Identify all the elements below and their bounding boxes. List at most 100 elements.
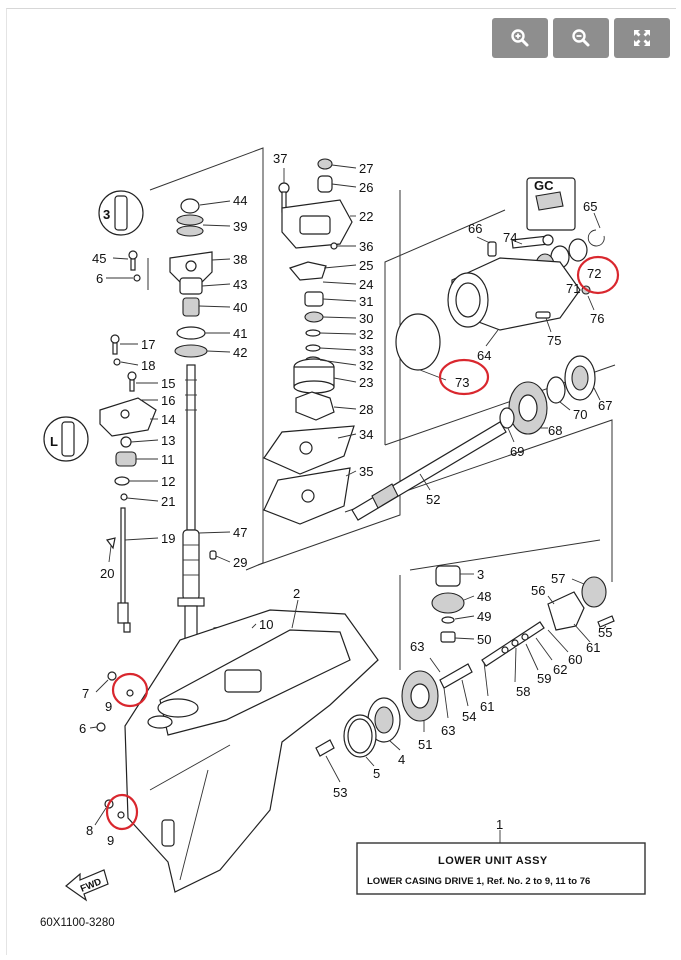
svg-text:GC: GC <box>534 178 554 193</box>
callout-34: 34 <box>359 427 373 442</box>
highlight-marks <box>105 255 620 831</box>
highlight-part-72 <box>576 255 620 295</box>
fullscreen-button[interactable] <box>614 18 670 58</box>
title-block: LOWER UNIT ASSY LOWER CASING DRIVE 1, Re… <box>356 842 646 895</box>
viewer-frame <box>6 8 676 955</box>
callout-1: 1 <box>496 817 503 832</box>
callout-65: 65 <box>583 199 597 214</box>
callout-45: 45 <box>92 251 106 266</box>
callout-21: 21 <box>161 494 175 509</box>
callout-10: 10 <box>259 617 273 632</box>
callout-58: 58 <box>516 684 530 699</box>
callout-5: 5 <box>373 766 380 781</box>
callout-60: 60 <box>568 652 582 667</box>
callout-31: 31 <box>359 294 373 309</box>
svg-text:L: L <box>50 434 58 449</box>
callout-3: 3 <box>477 567 484 582</box>
callout-17: 17 <box>141 337 155 352</box>
callout-61a: 61 <box>586 640 600 655</box>
svg-text:3: 3 <box>103 207 110 222</box>
callout-43: 43 <box>233 277 247 292</box>
callout-39: 39 <box>233 219 247 234</box>
lower-casing <box>96 609 379 893</box>
shift-rod-parts <box>99 334 157 633</box>
callout-71: 71 <box>566 281 580 296</box>
callout-32b: 32 <box>359 358 373 373</box>
callout-35: 35 <box>359 464 373 479</box>
callout-56: 56 <box>531 583 545 598</box>
highlight-part-73 <box>438 358 490 396</box>
callout-22: 22 <box>359 209 373 224</box>
callout-70: 70 <box>573 407 587 422</box>
callout-18: 18 <box>141 358 155 373</box>
callout-51: 51 <box>418 737 432 752</box>
callout-32a: 32 <box>359 327 373 342</box>
svg-text:LOWER CASING DRIVE 1, Ref. N: LOWER CASING DRIVE 1, Ref. No. 2 to 9, 1… <box>367 876 590 887</box>
callout-40: 40 <box>233 300 247 315</box>
callout-41: 41 <box>233 326 247 341</box>
callout-33: 33 <box>359 343 373 358</box>
callout-66: 66 <box>468 221 482 236</box>
callout-9a: 9 <box>105 699 112 714</box>
callout-4: 4 <box>398 752 405 767</box>
zoom-out-button[interactable] <box>553 18 609 58</box>
zoom-out-icon <box>572 29 590 47</box>
callout-6b: 6 <box>79 721 86 736</box>
callout-67: 67 <box>598 398 612 413</box>
callout-73: 73 <box>455 375 469 390</box>
callout-47: 47 <box>233 525 247 540</box>
callout-20: 20 <box>100 566 114 581</box>
highlight-part-9-upper <box>111 672 149 708</box>
callout-42: 42 <box>233 345 247 360</box>
callout-23: 23 <box>359 375 373 390</box>
callout-57: 57 <box>551 571 565 586</box>
callout-76: 76 <box>590 311 604 326</box>
callout-13: 13 <box>161 433 175 448</box>
callout-62: 62 <box>553 662 567 677</box>
callout-11: 11 <box>161 452 175 467</box>
callout-75: 75 <box>547 333 561 348</box>
callout-59: 59 <box>537 671 551 686</box>
svg-text:LOWER UNIT ASSY: LOWER UNIT ASSY <box>438 855 548 867</box>
zoom-in-button[interactable] <box>492 18 548 58</box>
callout-7: 7 <box>82 686 89 701</box>
callout-69: 69 <box>510 444 524 459</box>
diagram-frames <box>147 147 616 670</box>
zoom-in-icon <box>511 29 529 47</box>
callout-74: 74 <box>503 230 517 245</box>
callout-26: 26 <box>359 180 373 195</box>
callout-16: 16 <box>161 393 175 408</box>
lubricant-symbol-3: 3 <box>98 190 144 236</box>
fwd-arrow: FWD <box>65 869 109 902</box>
water-pump-parts <box>209 158 355 637</box>
callout-38: 38 <box>233 252 247 267</box>
callout-68: 68 <box>548 423 562 438</box>
callout-63b: 63 <box>441 723 455 738</box>
callout-49: 49 <box>477 609 491 624</box>
callout-48: 48 <box>477 589 491 604</box>
lubricant-symbol-l: L <box>43 416 89 462</box>
prop-shaft-housing-parts <box>351 177 605 521</box>
callout-53: 53 <box>333 785 347 800</box>
callouts: 44 39 38 43 40 41 42 45 6 17 18 15 16 14… <box>79 151 612 848</box>
callout-55: 55 <box>598 625 612 640</box>
lubricant-symbol-gc: GC <box>534 178 554 193</box>
callout-44: 44 <box>233 193 247 208</box>
fullscreen-icon <box>634 30 650 46</box>
callout-50: 50 <box>477 632 491 647</box>
callout-37: 37 <box>273 151 287 166</box>
callout-27: 27 <box>359 161 373 176</box>
callout-36: 36 <box>359 239 373 254</box>
callout-15: 15 <box>161 376 175 391</box>
callout-63a: 63 <box>410 639 424 654</box>
callout-52: 52 <box>426 492 440 507</box>
callout-6a: 6 <box>96 271 103 286</box>
callout-64: 64 <box>477 348 491 363</box>
callout-25: 25 <box>359 258 373 273</box>
callout-30: 30 <box>359 311 373 326</box>
highlight-part-9-lower <box>105 793 139 831</box>
callout-12: 12 <box>161 474 175 489</box>
callout-9b: 9 <box>107 833 114 848</box>
callout-61b: 61 <box>480 699 494 714</box>
callout-24: 24 <box>359 277 373 292</box>
